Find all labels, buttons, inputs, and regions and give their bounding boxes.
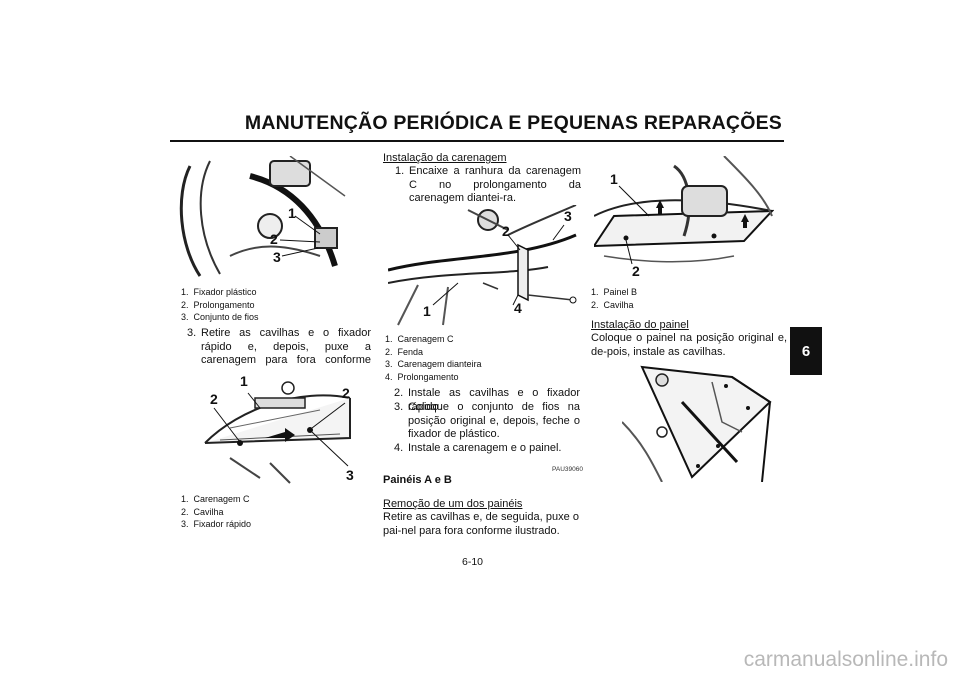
figure-1-caption: 1. Fixador plástico 2. Prolongamento 3. … [181, 286, 259, 324]
page-title: MANUTENÇÃO PERIÓDICA E PEQUENAS REPARAÇÕ… [244, 112, 782, 134]
figure-3-label-3: 3 [564, 208, 572, 224]
caption-item: 3. Fixador rápido [181, 519, 252, 529]
section-heading: Painéis A e B [383, 474, 452, 486]
caption-item: 1. Carenagem C [385, 334, 454, 344]
figure-2-label-1: 1 [240, 373, 248, 389]
figure-3-carenagem-dianteira: 2 3 4 1 [388, 205, 580, 329]
figure-1-label-3: 3 [273, 249, 281, 265]
removal-text: Retire as cavilhas e, de seguida, puxe o… [383, 511, 579, 537]
chapter-tab[interactable]: 6 [790, 327, 822, 375]
heading-instalacao-carenagem: Instalação da carenagem [383, 152, 507, 164]
figure-5-painel-instalacao [622, 362, 772, 482]
figure-2-label-3: 3 [346, 467, 354, 483]
header-rule [170, 140, 784, 142]
panel-install-text: Coloque o painel na posição original e, … [591, 332, 787, 358]
figure-2-caption: 1. Carenagem C 2. Cavilha 3. Fixador ráp… [181, 493, 251, 531]
figure-2-label-2a: 2 [210, 391, 218, 407]
figure-1-fixador: 1 2 3 [170, 156, 352, 280]
figure-2-label-2b: 2 [342, 385, 350, 401]
watermark: carmanualsonline.info [743, 648, 948, 671]
figure-1-label-2: 2 [270, 231, 278, 247]
figure-4-label-2: 2 [632, 263, 640, 279]
page-number: 6-10 [462, 556, 484, 568]
caption-item: 4. Prolongamento [385, 371, 459, 382]
heading-remocao-paineis: Remoção de um dos painéis [383, 498, 523, 510]
caption-item: 1. Painel B [591, 287, 638, 297]
figure-3-caption: 1. Carenagem C 2. Fenda 3. Carenagem dia… [385, 333, 482, 383]
figure-1-label-1: 1 [288, 205, 296, 221]
caption-item: 2. Cavilha [591, 299, 634, 310]
caption-item: 2. Prolongamento [181, 299, 255, 310]
step-4-instale-carenagem: 4. Instale a carenagem e o painel. [394, 442, 562, 454]
figure-4-painel-b: 1 2 [594, 156, 774, 280]
caption-item: 2. Cavilha [181, 506, 224, 517]
caption-item: 3. Conjunto de fios [181, 312, 259, 322]
step-1-encaixe: 1. Encaixe a ranhura da carenagem C no p… [395, 165, 581, 205]
caption-item: 2. Fenda [385, 346, 424, 357]
step-3-conjunto-fios: 3. Coloque o conjunto de fios na posição… [394, 401, 580, 441]
caption-item: 1. Fixador plástico [181, 287, 257, 297]
figure-2-carenagem: 1 2 2 3 [200, 368, 360, 486]
figure-3-label-4: 4 [514, 300, 522, 316]
figure-3-label-1: 1 [423, 303, 431, 319]
step-3-remove: 3. Retire as cavilhas e o fixador rápido… [187, 327, 371, 380]
figure-4-caption: 1. Painel B 2. Cavilha [591, 286, 637, 311]
figure-4-label-1: 1 [610, 171, 618, 187]
heading-instalacao-painel: Instalação do painel [591, 319, 689, 331]
section-code: PAU39060 [552, 466, 583, 473]
step-2-instale-cavilhas: 2. Instale as cavilhas e o fixador rápid… [394, 387, 580, 413]
figure-3-label-2: 2 [502, 223, 510, 239]
caption-item: 1. Carenagem C [181, 494, 250, 504]
caption-item: 3. Carenagem dianteira [385, 359, 482, 369]
